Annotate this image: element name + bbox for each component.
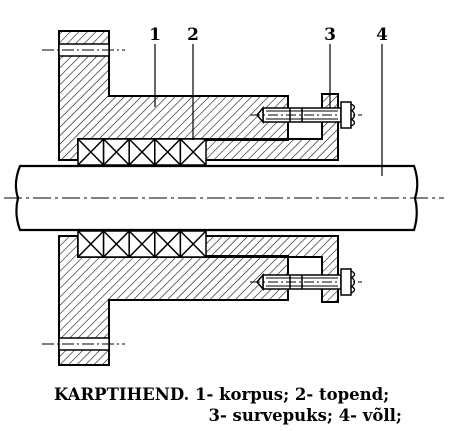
packing-top (77, 138, 207, 166)
caption-line-1: KARPTIHEND. 1- korpus; 2- topend; (54, 385, 390, 404)
label-1: 1 (149, 25, 161, 45)
figure-caption: KARPTIHEND. 1- korpus; 2- topend; 3- sur… (40, 384, 410, 426)
bolt-bottom (250, 268, 362, 296)
label-2: 2 (187, 25, 199, 45)
caption-line-2: 3- survepuks; 4- võll; (208, 406, 402, 425)
label-4: 4 (376, 25, 388, 45)
packing-bottom (77, 230, 207, 258)
stuffing-box-drawing: 1 2 3 4 (4, 25, 444, 366)
bolt-top (250, 101, 362, 129)
label-3: 3 (324, 25, 336, 45)
